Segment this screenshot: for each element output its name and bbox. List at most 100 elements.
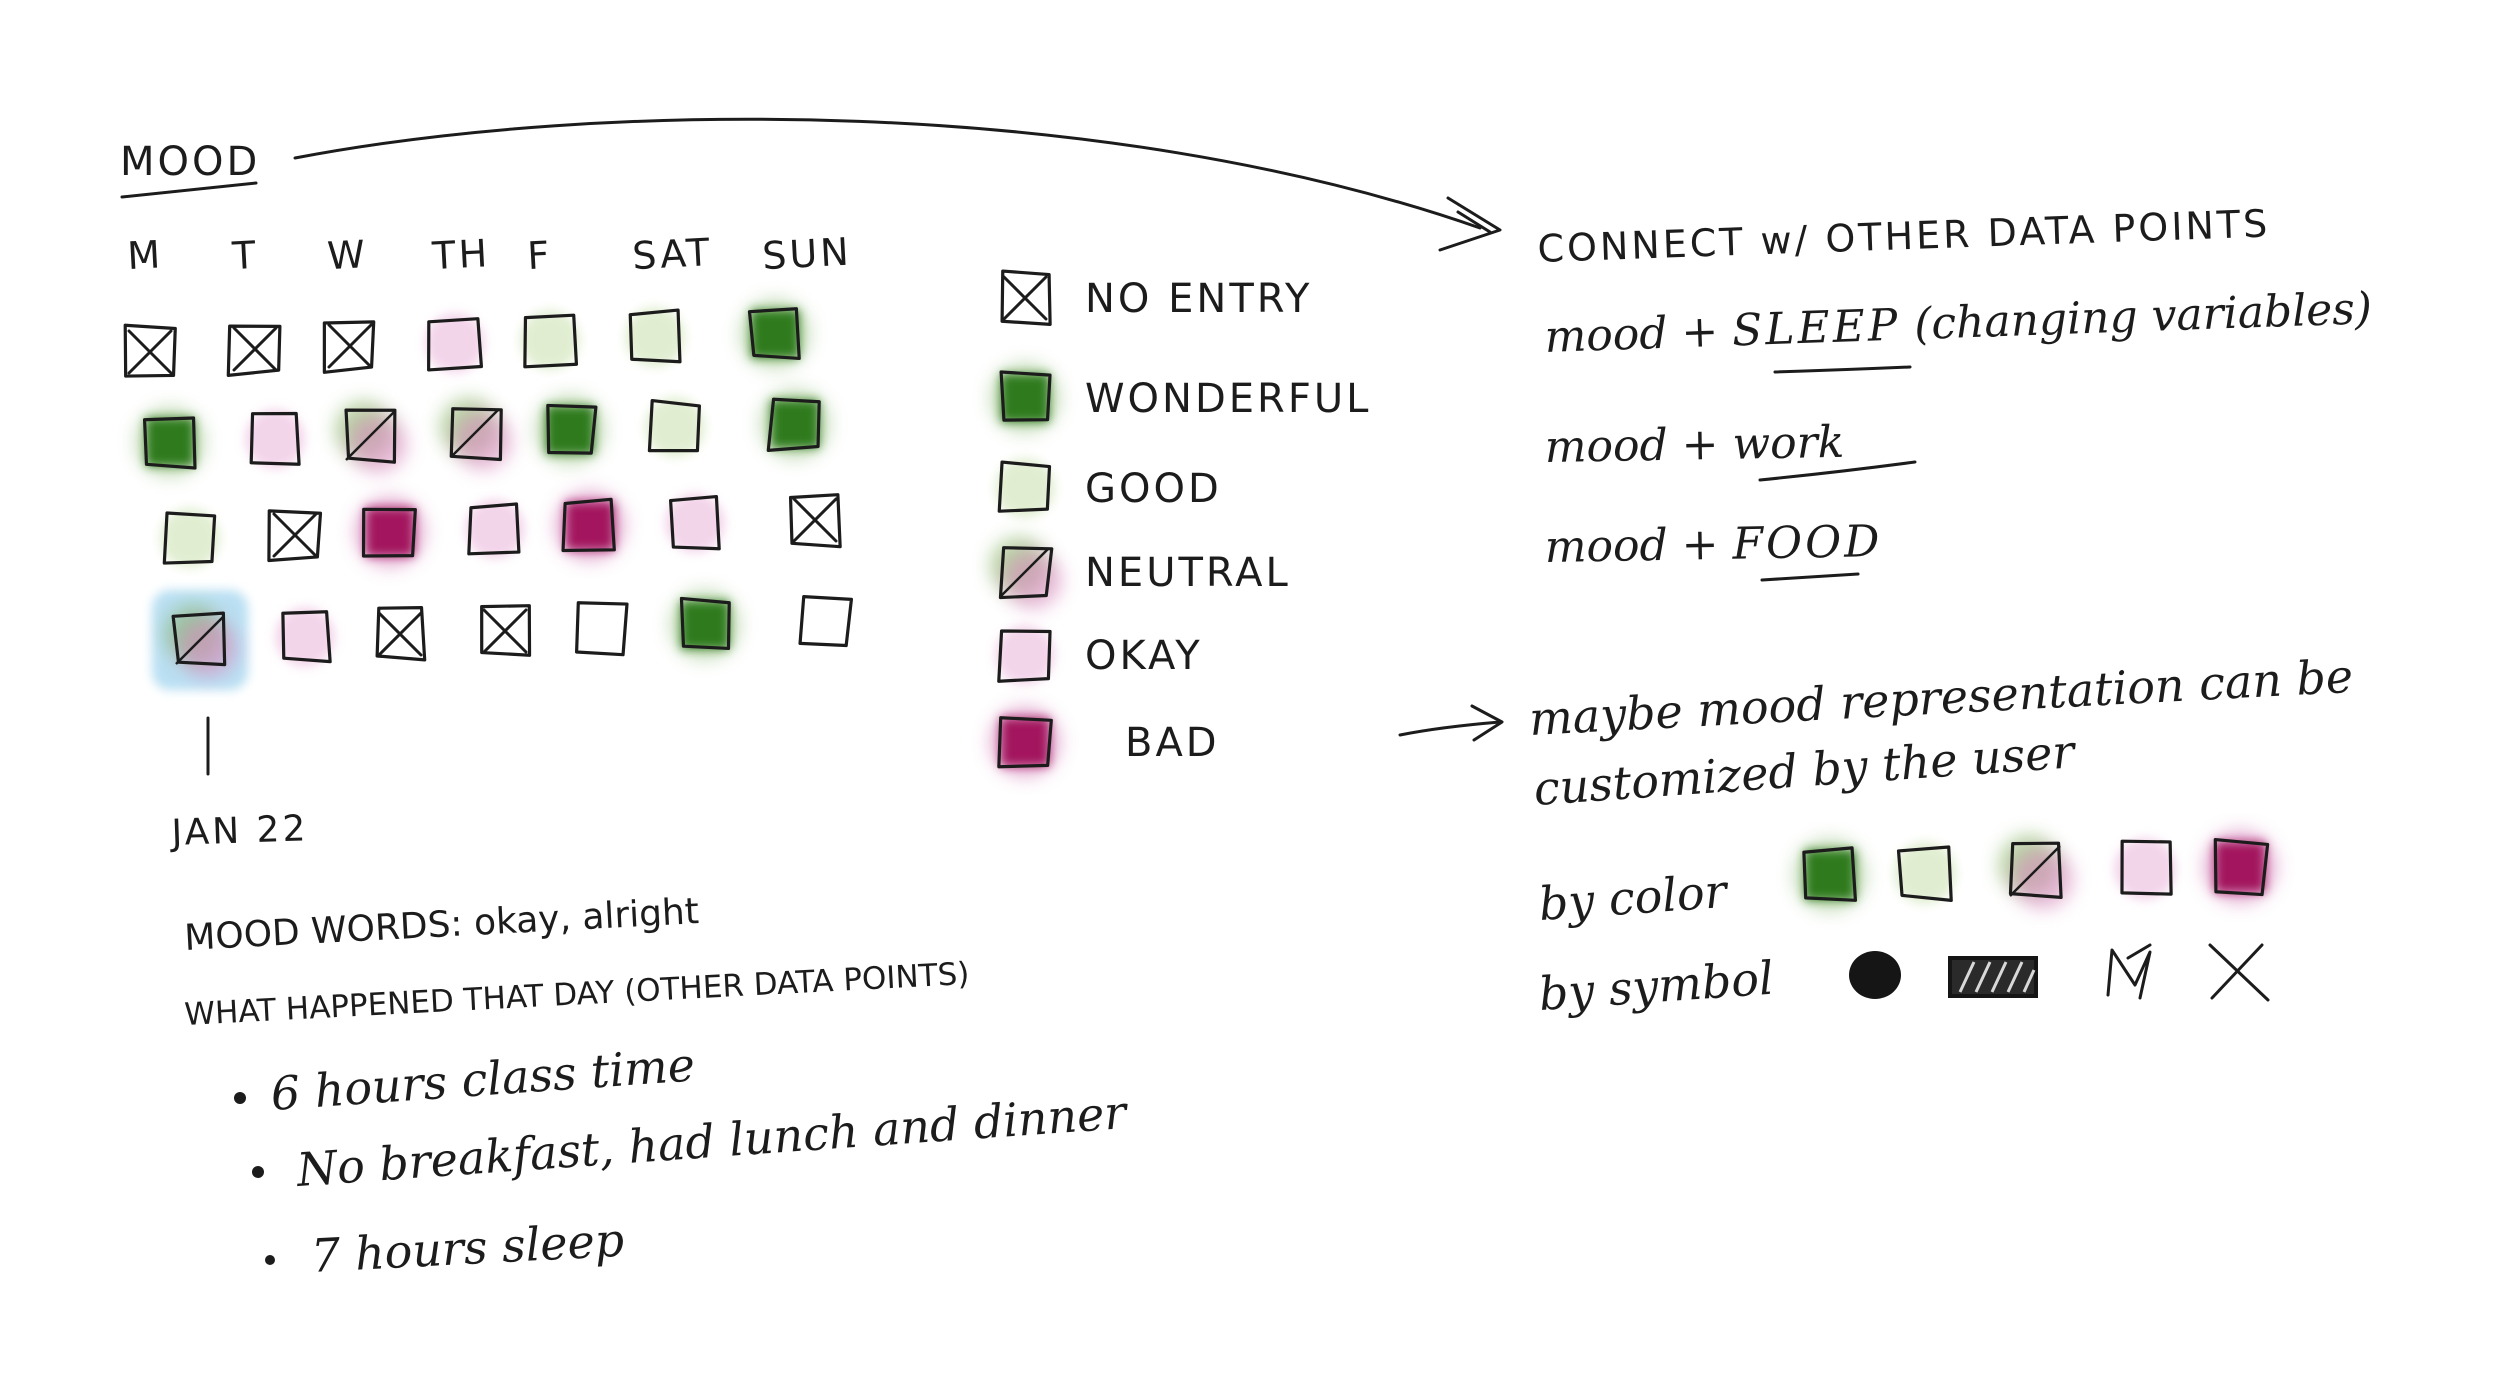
legend-label-neutral: NEUTRAL <box>1085 550 1291 596</box>
checkbox-outline <box>1896 845 1953 903</box>
legend-swatch-okay <box>995 625 1055 685</box>
mood-cell-r3-c5-wonderful <box>670 590 740 660</box>
color-swatch-good <box>1894 842 1956 904</box>
food-underline <box>1760 572 1860 582</box>
no-entry-x-icon <box>272 512 318 558</box>
custom-line-1: maybe mood representation can be <box>1528 649 2355 746</box>
legend-label-wonderful: WONDERFUL <box>1085 376 1371 422</box>
by-symbol-label: by symbol <box>1537 951 1775 1021</box>
checkbox-outline <box>267 509 323 563</box>
connect-line-sleep-suffix: (changing variables) <box>1899 283 2372 350</box>
mood-cell-r2-c6-no-entry <box>788 493 842 549</box>
mood-cell-r0-c2-no-entry <box>322 320 376 374</box>
mood-cell-r1-c1-okay <box>245 409 305 469</box>
color-swatch-okay <box>2114 838 2176 900</box>
mood-cell-r1-c5-good <box>645 397 705 457</box>
mood-cell-r0-c1-no-entry <box>226 324 282 377</box>
checkbox-outline <box>747 307 801 361</box>
legend-label-no-entry: NO ENTRY <box>1085 276 1312 322</box>
bullet-3-dot <box>265 1255 275 1265</box>
svg-text:mood + SLEEP (changing variabl: mood + SLEEP (changing variables) <box>1544 283 2373 363</box>
legend-swatch-wonderful <box>990 363 1060 433</box>
date-label: JAN 22 <box>169 808 309 854</box>
mood-cell-r0-c6-wonderful <box>740 299 810 369</box>
checkbox-outline <box>628 308 682 364</box>
mood-cell-r2-c2-bad <box>355 497 425 567</box>
connect-line-sleep: mood + SLEEP (changing variables) <box>1544 283 2373 363</box>
color-swatch-bad <box>2204 831 2276 903</box>
legend-label-okay: OKAY <box>1085 633 1203 679</box>
svg-text:mood + FOOD: mood + FOOD <box>1544 516 1883 573</box>
mood-cell-r1-c2-neutral <box>335 401 407 473</box>
color-swatches <box>1794 831 2276 911</box>
connect-line-sleep-prefix: mood + <box>1544 305 1733 363</box>
mood-cell-r1-c4-wonderful <box>535 395 605 465</box>
checkbox-outline <box>575 601 629 657</box>
checkbox-outline <box>2008 841 2063 899</box>
filled-circle-icon <box>1849 951 1901 999</box>
connect-line-food-prefix: mood + <box>1544 519 1733 573</box>
mood-cell-r3-c0-neutral <box>165 605 237 677</box>
checkbox-outline <box>142 416 197 470</box>
day-header-t: T <box>230 233 259 278</box>
mood-words-note: MOOD WORDS: okay, alright <box>183 891 700 959</box>
no-entry-x-icon <box>127 329 173 375</box>
checkbox-outline <box>647 398 701 453</box>
custom-arrow <box>1398 720 1502 737</box>
checkbox-outline <box>1802 846 1858 902</box>
bullet-1-dot <box>234 1092 246 1104</box>
legend-label-bad: BAD <box>1125 720 1220 766</box>
hatched-rectangle-icon <box>1948 956 2038 998</box>
checkbox-outline <box>561 497 616 553</box>
mood-cell-r0-c3-okay <box>425 313 485 373</box>
legend-swatch-no-entry <box>1000 269 1052 326</box>
mood-cell-r3-c3-no-entry <box>480 604 532 657</box>
mood-cell-r0-c0-no-entry <box>123 323 177 378</box>
mood-cell-r2-c4-bad <box>555 491 625 561</box>
checkbox-outline <box>1000 269 1052 326</box>
checkbox-outline <box>171 611 227 667</box>
checkbox-outline <box>546 403 598 455</box>
symbol-swatches <box>1849 943 2270 1002</box>
checkbox-outline <box>997 629 1052 683</box>
checkbox-outline <box>766 397 821 452</box>
checkbox-outline <box>2213 837 2270 897</box>
checkbox-outline <box>997 460 1052 513</box>
day-header-sun: SUN <box>761 230 853 279</box>
mood-cell-r3-c4-empty <box>575 601 629 657</box>
legend-label-good: GOOD <box>1085 466 1222 512</box>
by-color-label: by color <box>1537 864 1731 931</box>
checkbox-outline <box>480 604 532 657</box>
checkbox-outline <box>999 370 1052 422</box>
checkbox-outline <box>523 313 579 369</box>
zigzag-icon <box>2106 943 2152 1000</box>
no-entry-x-icon <box>1002 275 1048 321</box>
checkbox-outline <box>449 407 503 462</box>
connect-line-food: mood + FOOD <box>1544 516 1883 573</box>
connect-line-sleep-term: SLEEP <box>1731 300 1901 357</box>
checkbox-outline <box>281 610 332 664</box>
no-entry-x-icon <box>792 497 838 543</box>
checkbox-outline <box>2120 839 2173 896</box>
no-entry-x-icon <box>232 326 278 372</box>
work-underline <box>1758 460 1917 482</box>
mood-cell-r1-c3-neutral <box>440 398 512 470</box>
mood-cell-r3-c1-okay <box>275 607 335 667</box>
day-header-sat: SAT <box>631 230 713 278</box>
connect-line-work-prefix: mood + <box>1544 419 1733 473</box>
mood-cell-r2-c0-good <box>160 508 220 568</box>
bullet-2-dot <box>252 1166 264 1178</box>
mood-cell-r3-c6-empty <box>798 595 854 648</box>
checkbox-outline <box>249 411 301 466</box>
no-entry-x-icon <box>327 323 373 369</box>
mood-title-underline <box>120 181 258 199</box>
connect-arrow-head-icon <box>1438 196 1502 252</box>
legend-swatch-bad <box>990 707 1060 777</box>
checkbox-outline <box>997 716 1053 769</box>
bullet-3-text: 7 hours sleep <box>310 1213 626 1283</box>
svg-text:mood + work: mood + work <box>1544 417 1844 473</box>
mood-cell-r2-c1-no-entry <box>267 509 323 563</box>
mood-cell-r0-c5-good <box>625 307 685 367</box>
